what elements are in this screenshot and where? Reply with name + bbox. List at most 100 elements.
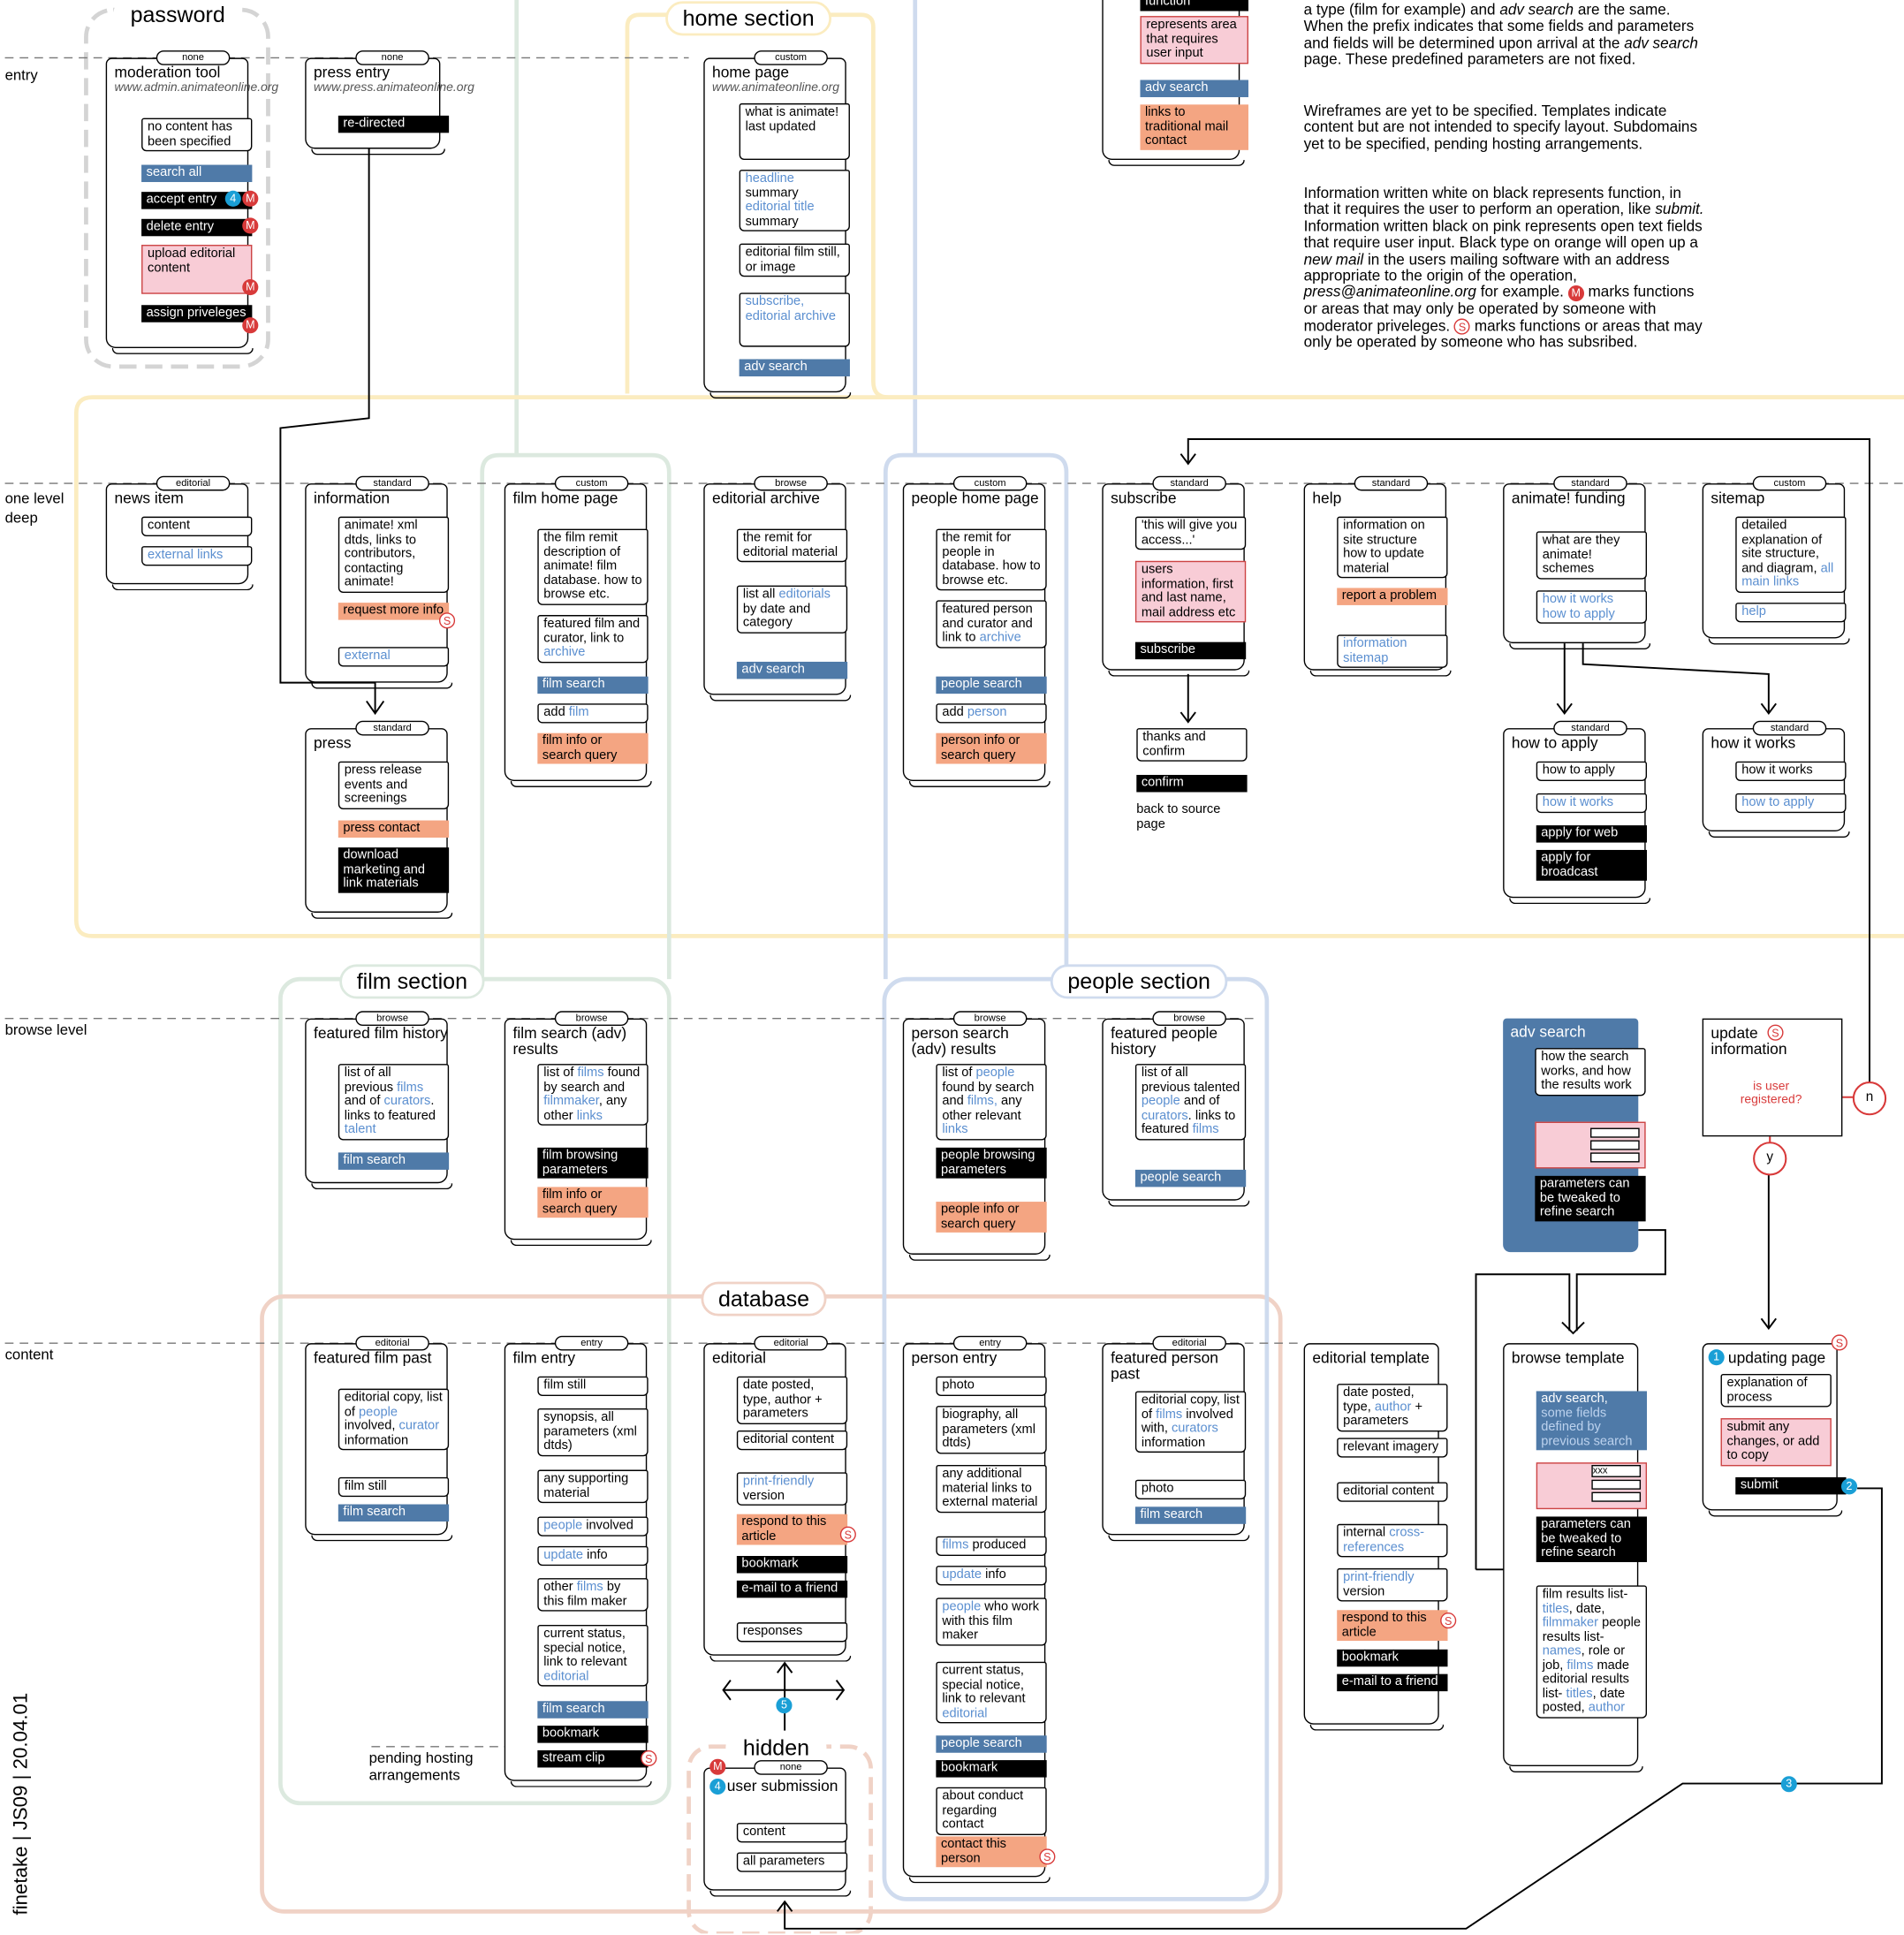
cross-ref-link[interactable]: internal cross-references: [1337, 1523, 1448, 1558]
adv-search-panel: adv search how the search works, and how…: [1503, 1018, 1646, 1253]
page-type-tab: standard: [355, 475, 429, 491]
external-link[interactable]: external: [338, 647, 450, 666]
film-info-button[interactable]: film info or search query: [537, 732, 649, 764]
search-fields[interactable]: xxx: [1536, 1462, 1648, 1510]
external-links[interactable]: external links: [141, 546, 253, 565]
legend-p2: Wireframes are yet to be specified. Temp…: [1303, 102, 1698, 153]
update-info-link[interactable]: update info: [537, 1545, 649, 1566]
film-browse-params[interactable]: film browsing parameters: [537, 1147, 649, 1179]
featured-film-history-page: browse featured film history list of all…: [305, 1011, 453, 1190]
redirected-label: re-directed: [338, 115, 450, 133]
people-info-button[interactable]: people info or search query: [936, 1202, 1047, 1233]
subscribe-links[interactable]: subscribe, editorial archive: [739, 292, 850, 347]
badge-one: 1: [1708, 1349, 1725, 1366]
people-search-button[interactable]: people search: [1134, 1169, 1247, 1187]
film-search-button[interactable]: film search: [537, 1701, 649, 1719]
refine-params[interactable]: parameters can be tweaked to refine sear…: [1535, 1175, 1646, 1221]
subscribe-page: standard subscribe 'this will give you a…: [1102, 475, 1250, 677]
moderator-mark: M: [709, 1758, 726, 1775]
moderator-mark: M: [242, 317, 259, 334]
page-type-tab: browse: [1152, 1011, 1226, 1027]
email-friend-button[interactable]: e-mail to a friend: [736, 1580, 848, 1597]
page-title: editorial archive: [712, 489, 820, 507]
bookmark-button[interactable]: bookmark: [736, 1556, 848, 1573]
assign-privileges-button[interactable]: assign priveleges: [141, 305, 253, 322]
film-search-results-page: browse film search (adv) results list of…: [504, 1011, 652, 1247]
email-friend-button[interactable]: e-mail to a friend: [1337, 1673, 1448, 1691]
other-films-link[interactable]: other films by this film maker: [537, 1578, 649, 1612]
how-works-link[interactable]: how it works: [1536, 793, 1648, 813]
one-level-region: [73, 395, 1904, 938]
press-contact-button[interactable]: press contact: [338, 820, 450, 838]
film-still-box: film still: [338, 1476, 450, 1497]
refine-params[interactable]: parameters can be tweaked to refine sear…: [1536, 1516, 1648, 1562]
news-item-page: editorial news item content external lin…: [105, 475, 254, 591]
search-help-box: how the search works, and how the result…: [1535, 1048, 1646, 1096]
film-search-button[interactable]: film search: [1134, 1506, 1247, 1524]
report-problem-button[interactable]: report a problem: [1337, 588, 1448, 605]
page-title: sitemap: [1711, 489, 1765, 507]
film-search-button[interactable]: film search: [338, 1504, 450, 1521]
stream-clip-button[interactable]: stream clip: [537, 1749, 649, 1767]
add-person-link[interactable]: add person: [936, 703, 1047, 723]
delete-entry-button[interactable]: delete entry: [141, 218, 253, 236]
adv-search-fields[interactable]: adv search, some fields defined by previ…: [1536, 1391, 1648, 1451]
apply-broadcast-button[interactable]: apply for broadcast: [1536, 849, 1648, 881]
people-search-button[interactable]: people search: [936, 1735, 1047, 1753]
user-info-field[interactable]: users information, first and last name, …: [1134, 560, 1247, 623]
page-type-tab: standard: [1553, 475, 1627, 491]
accept-entry-button[interactable]: accept entry: [141, 192, 253, 209]
level-one: one level: [4, 489, 64, 507]
film-info-button[interactable]: film info or search query: [537, 1187, 649, 1218]
help-link[interactable]: help: [1735, 603, 1847, 622]
access-note: 'this will give you access...': [1134, 516, 1247, 550]
films-produced-link[interactable]: films produced: [936, 1536, 1047, 1556]
page-title: person search (adv) results: [911, 1024, 1009, 1059]
add-film-link[interactable]: add film: [537, 703, 649, 723]
search-all-button[interactable]: search all: [141, 164, 253, 182]
film-search-button[interactable]: film search: [338, 1152, 450, 1170]
list-box: list all editorials by date and category: [736, 585, 848, 634]
subscribe-button[interactable]: subscribe: [1134, 641, 1247, 659]
people-work-link[interactable]: people who work with this film maker: [936, 1597, 1047, 1645]
bookmark-button[interactable]: bookmark: [936, 1760, 1047, 1777]
submit-changes-field[interactable]: submit any changes, or add to copy: [1720, 1418, 1832, 1466]
press-release-box: press release events and screenings: [338, 761, 450, 809]
submit-button[interactable]: submit: [1735, 1476, 1847, 1494]
people-search-button[interactable]: people search: [936, 676, 1047, 694]
people-section-label: people section: [1050, 964, 1228, 999]
update-info-link[interactable]: update info: [936, 1566, 1047, 1585]
film-search-button[interactable]: film search: [537, 676, 649, 694]
badge-two: 2: [1840, 1478, 1858, 1495]
respond-button[interactable]: respond to this article: [736, 1514, 848, 1545]
how-apply-link[interactable]: how to apply: [1735, 793, 1847, 813]
panel-title: adv search: [1510, 1023, 1586, 1041]
editorial-film-box: editorial film still, or image: [739, 243, 850, 277]
upload-field[interactable]: upload editorial content: [141, 245, 253, 294]
funding-page: standard animate! funding what are they …: [1503, 475, 1651, 650]
adv-search-button[interactable]: adv search: [736, 661, 848, 679]
people-browse-params[interactable]: people browsing parameters: [936, 1147, 1047, 1179]
remit-box: the film remit description of animate! f…: [537, 528, 649, 605]
apply-web-button[interactable]: apply for web: [1536, 825, 1648, 842]
respond-button[interactable]: respond to this article: [1337, 1610, 1448, 1642]
download-button[interactable]: download marketing and link materials: [338, 847, 450, 892]
request-info-button[interactable]: request more info: [338, 603, 450, 619]
search-fields[interactable]: [1535, 1121, 1646, 1169]
contact-person-button[interactable]: contact this person: [936, 1836, 1047, 1868]
what-is-box: what is animate! last updated: [739, 102, 850, 160]
adv-search-button[interactable]: adv search: [739, 359, 850, 376]
confirm-button[interactable]: confirm: [1136, 775, 1248, 792]
bookmark-button[interactable]: bookmark: [1337, 1649, 1448, 1666]
bookmark-button[interactable]: bookmark: [537, 1726, 649, 1742]
person-info-button[interactable]: person info or search query: [936, 732, 1047, 764]
badge-five: 5: [776, 1697, 793, 1714]
info-sitemap-link[interactable]: information sitemap: [1337, 634, 1448, 668]
people-involved-link[interactable]: people involved: [537, 1516, 649, 1537]
